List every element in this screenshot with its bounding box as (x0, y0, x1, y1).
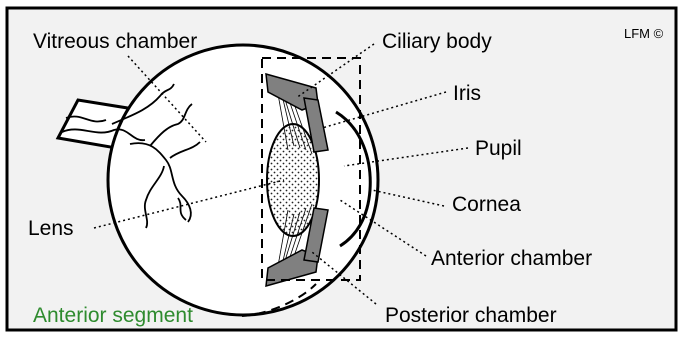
label-lens: Lens (28, 217, 74, 240)
eyeball (108, 45, 378, 315)
credit-text: LFM © (624, 26, 664, 41)
label-pupil: Pupil (475, 137, 522, 160)
label-ciliary-body: Ciliary body (382, 30, 492, 53)
label-anterior-segment: Anterior segment (33, 304, 193, 327)
label-anterior-chamber: Anterior chamber (431, 247, 592, 270)
label-iris: Iris (453, 82, 481, 105)
label-cornea: Cornea (452, 193, 521, 216)
label-posterior-chamber: Posterior chamber (385, 304, 557, 327)
label-vitreous-chamber: Vitreous chamber (33, 30, 197, 53)
